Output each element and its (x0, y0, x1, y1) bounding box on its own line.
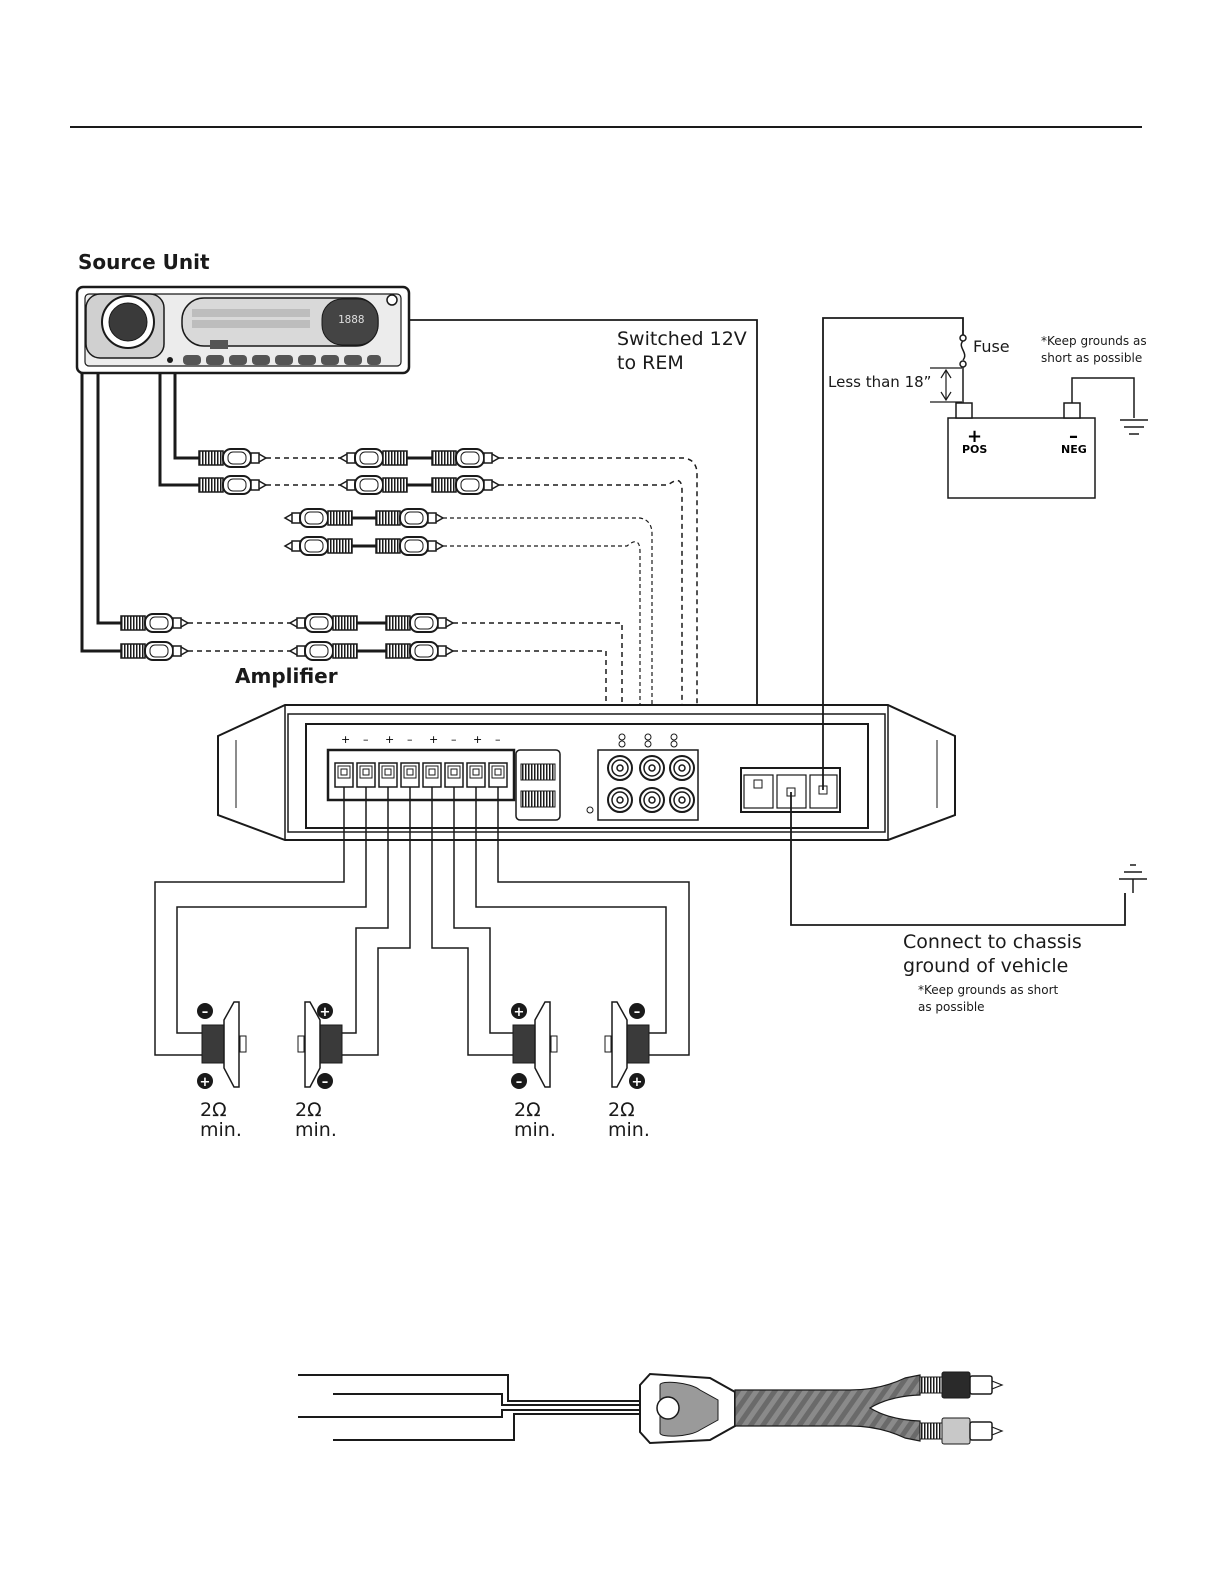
speaker-2-top-polarity: + (320, 1005, 331, 1020)
chassis-ground-label: Connect to chassis ground of vehicle (903, 930, 1082, 978)
speaker-3-bottom-polarity: – (516, 1075, 523, 1090)
rca-row-2 (199, 476, 682, 740)
fuse-icon (960, 335, 966, 403)
keep-grounds-note-bottom: *Keep grounds as short as possible (918, 982, 1078, 1016)
svg-text:1888: 1888 (338, 313, 365, 326)
speaker-2-bottom-polarity: – (322, 1075, 329, 1090)
battery: + POS – NEG (948, 403, 1095, 498)
chassis-ground-icon (1119, 865, 1147, 893)
terminal-sign: – (451, 733, 457, 746)
speaker-4-top-polarity: – (634, 1005, 641, 1020)
speaker-3-top-polarity: + (514, 1005, 525, 1020)
amplifier: + – + – + – + – (218, 705, 955, 840)
preset-buttons (183, 355, 381, 365)
source-unit-title: Source Unit (78, 250, 210, 274)
battery-neg-label: NEG (1061, 443, 1087, 456)
battery-pos-label: POS (962, 443, 987, 456)
keep-grounds-note-top: *Keep grounds as short as possible (1041, 333, 1156, 367)
speaker-terminal-block (328, 750, 514, 800)
terminal-sign: – (495, 733, 501, 746)
fuse-label: Fuse (973, 337, 1010, 356)
less-than-label: Less than 18” (828, 373, 931, 391)
battery-ground-wire (1072, 378, 1134, 418)
terminal-sign: + (385, 733, 394, 746)
remote-port-block (516, 750, 560, 820)
speaker-4-bottom-polarity: + (632, 1075, 643, 1090)
speaker-1-top-polarity: – (202, 1005, 209, 1020)
distance-marker-icon (930, 368, 962, 402)
switched-12v-label: Switched 12V to REM (617, 327, 747, 375)
source-unit: 1888 (77, 287, 409, 373)
eject-icon (387, 295, 397, 305)
terminal-sign: – (407, 733, 413, 746)
terminal-sign: + (429, 733, 438, 746)
terminal-sign: – (363, 733, 369, 746)
terminal-sign: + (341, 733, 350, 746)
source-rca-cables (82, 373, 199, 651)
ground-icon (1120, 420, 1148, 434)
terminal-sign: + (473, 733, 482, 746)
y-adapter-cable (298, 1372, 1002, 1444)
amplifier-title: Amplifier (235, 664, 338, 688)
speaker-1-bottom-polarity: + (200, 1075, 211, 1090)
